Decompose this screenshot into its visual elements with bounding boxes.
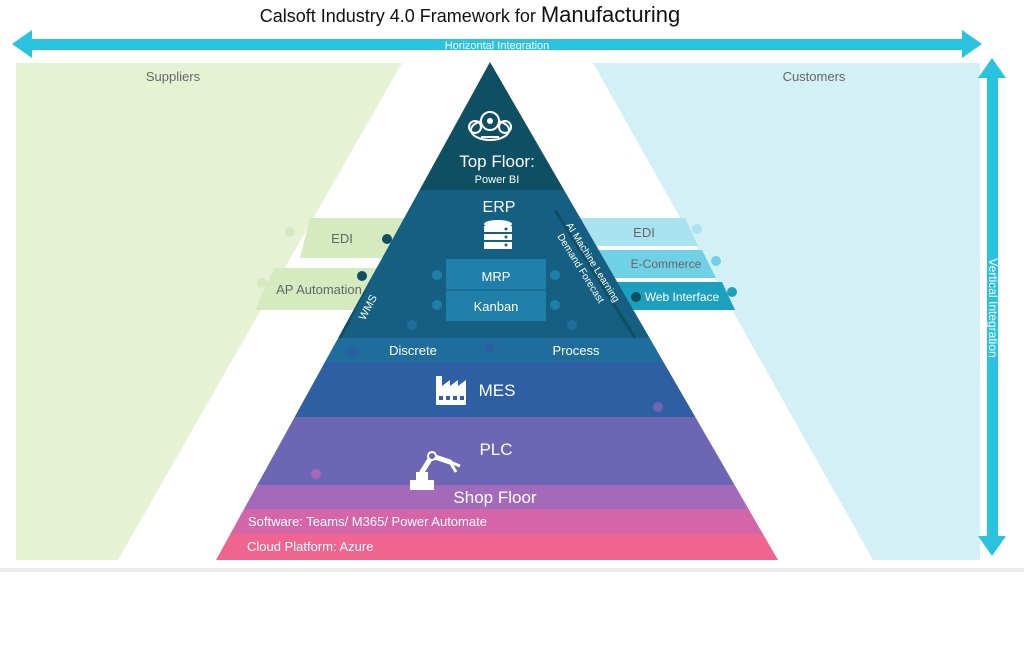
- customers-label: Customers: [783, 69, 846, 84]
- customer-tab-edi: EDI: [580, 218, 702, 246]
- connector-nubs: [311, 320, 663, 479]
- gear-cloud-icon: [468, 111, 512, 141]
- vertical-integration-arrow: Vertical Integration: [978, 58, 1006, 556]
- supplier-tab-edi: EDI: [285, 218, 410, 258]
- plc-label: PLC: [479, 440, 512, 459]
- erp-label: ERP: [483, 199, 516, 216]
- mrp-label: MRP: [482, 269, 511, 284]
- customer-tab-ecommerce-label: E-Commerce: [631, 257, 702, 271]
- diagram-title-lead: Calsoft Industry 4.0 Framework for: [259, 6, 536, 26]
- database-icon: [484, 220, 512, 249]
- mes-label: MES: [479, 381, 516, 400]
- kanban-label: Kanban: [474, 299, 519, 314]
- band-shop-floor: [216, 485, 778, 509]
- supplier-tab-ap-automation: AP Automation: [255, 268, 382, 310]
- band-plc: [216, 417, 778, 485]
- factory-icon: [436, 376, 466, 405]
- shop-floor-label: Shop Floor: [453, 488, 536, 507]
- robot-arm-icon: [410, 451, 461, 490]
- bottom-divider: [0, 568, 1024, 572]
- horizontal-integration-label: Horizontal Integration: [445, 40, 550, 52]
- top-floor-title: Top Floor:: [459, 152, 535, 171]
- suppliers-label: Suppliers: [146, 69, 201, 84]
- diagram-title-emphasis: Manufacturing: [540, 2, 681, 27]
- mrp-kanban-box: MRP Kanban: [432, 259, 560, 321]
- supplier-tab-edi-label: EDI: [331, 231, 353, 246]
- supplier-tab-ap-automation-label: AP Automation: [276, 282, 362, 297]
- process-label: Process: [553, 343, 600, 358]
- band-cloud: [216, 534, 778, 560]
- software-label: Software: Teams/ M365/ Power Automate: [248, 514, 487, 529]
- band-software: [216, 509, 778, 534]
- customer-tab-ecommerce: E-Commerce: [596, 250, 721, 278]
- customer-tab-edi-label: EDI: [633, 225, 655, 240]
- customers-panel: [593, 63, 980, 560]
- diagram-title: Calsoft Industry 4.0 Framework for Manuf…: [0, 2, 940, 28]
- discrete-label: Discrete: [389, 343, 437, 358]
- customer-tab-web-interface-label: Web Interface: [645, 290, 720, 304]
- top-floor-subtitle: Power BI: [475, 174, 520, 186]
- band-discrete-process: [216, 338, 778, 362]
- vertical-integration-label: Vertical Integration: [986, 258, 1000, 357]
- customer-tab-web-interface: Web Interface: [612, 282, 737, 310]
- cloud-label: Cloud Platform: Azure: [247, 539, 373, 554]
- suppliers-panel: [16, 63, 402, 560]
- horizontal-integration-arrow: Horizontal Integration: [12, 30, 982, 58]
